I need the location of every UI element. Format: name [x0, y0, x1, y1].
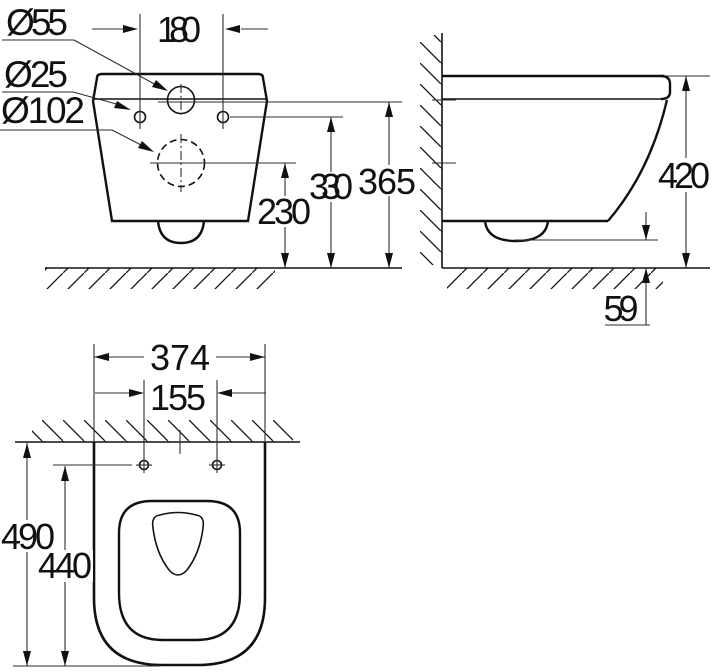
leader-arrowhead [138, 141, 154, 152]
dim-374: 374 [93, 337, 266, 441]
arrowhead [61, 651, 69, 666]
mount-hole-label: Ø25 [4, 54, 68, 95]
dim-330: 330 [307, 117, 355, 268]
side-view: 420 59 [420, 33, 712, 329]
dim-230-label: 230 [257, 191, 311, 232]
arrowhead [129, 389, 144, 397]
dim-365: 365 [358, 102, 416, 268]
arrowhead [385, 102, 393, 117]
dim-180-label: 180 [157, 9, 201, 50]
outlet-bump-front [156, 220, 206, 245]
dim-440-label: 440 [38, 545, 92, 586]
arrowhead [217, 389, 232, 397]
callout-flush-hole: Ø55 [2, 2, 168, 91]
dim-490: 490 [1, 443, 55, 666]
arrowhead [642, 268, 650, 283]
front-view: 180 230 330 365 Ø55 [0, 2, 416, 289]
arrowhead [682, 76, 690, 91]
toilet-front-outline [91, 72, 269, 223]
floor-hatch-side [447, 268, 663, 289]
dim-420: 420 [656, 76, 712, 268]
arrowhead [225, 25, 240, 33]
dim-420-label: 420 [658, 155, 710, 196]
dim-59: 59 [604, 212, 650, 329]
wall-hatch-side [420, 35, 442, 265]
callout-drain-hole: Ø102 [0, 90, 154, 152]
dim-230: 230 [257, 163, 311, 268]
arrowhead [23, 651, 31, 666]
arrowhead [281, 163, 289, 178]
dim-374-label: 374 [150, 337, 210, 378]
arrowhead [250, 353, 265, 361]
seat-opening-outline [117, 499, 242, 642]
arrowhead [281, 253, 289, 268]
arrowhead [94, 353, 109, 361]
wall-hatch-top [32, 420, 293, 442]
dim-155-label: 155 [150, 377, 206, 418]
bowl-water-outline [151, 511, 205, 576]
arrowhead [642, 225, 650, 240]
outlet-bump-side [483, 220, 550, 243]
flush-hole-label: Ø55 [6, 2, 68, 43]
drain-hole-label: Ø102 [1, 90, 85, 131]
arrowhead [123, 25, 138, 33]
leader-arrowhead [114, 101, 131, 110]
dim-180: 180 [92, 9, 268, 129]
callout-mount-hole: Ø25 [2, 54, 131, 110]
arrowhead [23, 443, 31, 458]
top-view: 374 155 490 440 [1, 337, 300, 667]
bowl-front-curve [607, 99, 669, 222]
arrowhead [327, 253, 335, 268]
dim-155: 155 [95, 377, 266, 473]
toilet-plan-outline [92, 442, 267, 667]
dim-330-label: 330 [309, 166, 353, 207]
rim-right-edge [660, 74, 672, 101]
floor-hatch-front [45, 268, 275, 289]
leader-arrowhead [152, 80, 168, 91]
dim-59-label: 59 [604, 288, 639, 329]
arrowhead [327, 117, 335, 132]
dim-365-label: 365 [358, 161, 416, 202]
arrowhead [385, 253, 393, 268]
arrowhead [682, 253, 690, 268]
dim-440: 440 [37, 466, 93, 666]
arrowhead [61, 466, 69, 481]
